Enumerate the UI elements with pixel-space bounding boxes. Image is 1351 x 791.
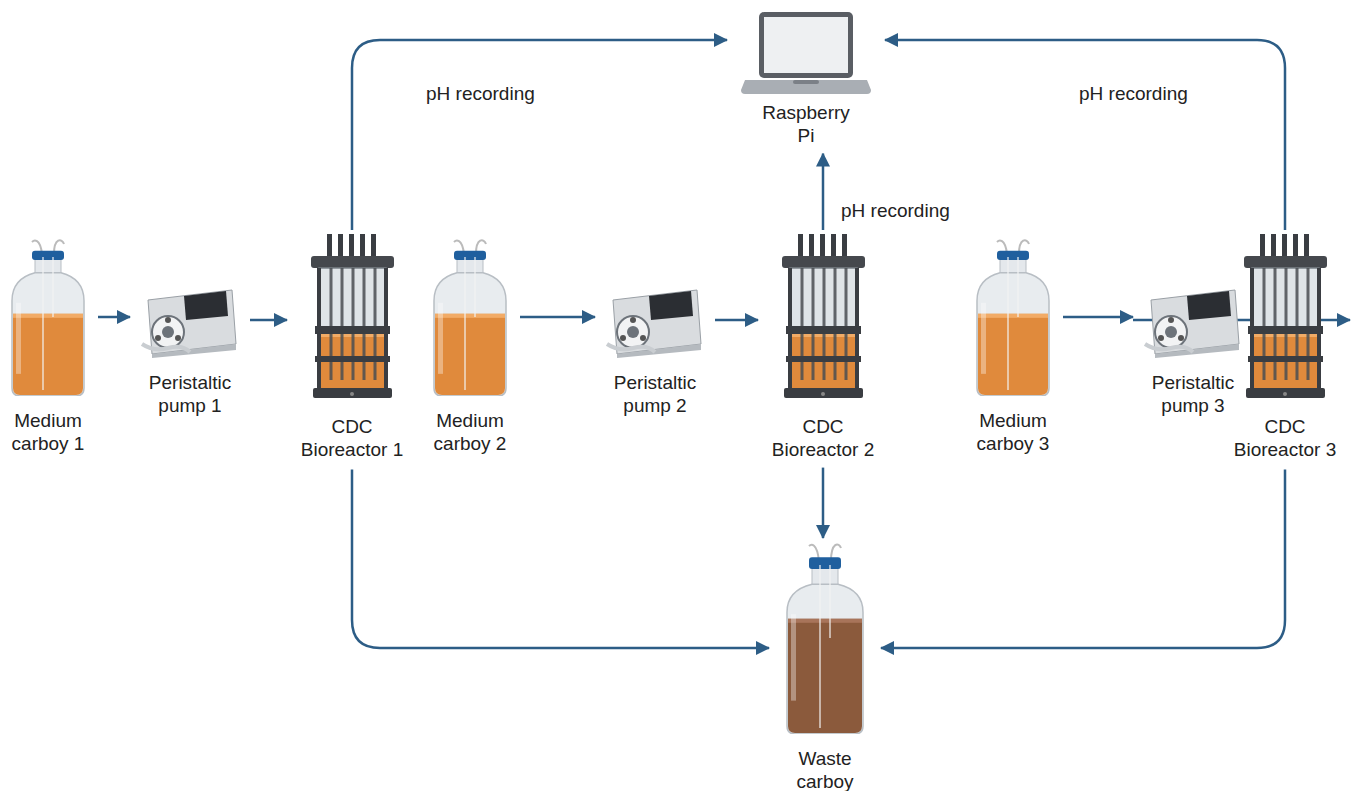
node-label: Peristaltic pump 3 xyxy=(1137,372,1249,418)
peristaltic-pump: Peristaltic pump 2 xyxy=(599,282,711,418)
node-label: CDC Bioreactor 3 xyxy=(1224,416,1346,462)
peristaltic-pump-icon xyxy=(1143,282,1243,358)
bioreactor-icon xyxy=(776,234,871,402)
flow-arrow xyxy=(520,316,595,319)
flow-arrow xyxy=(881,470,1285,648)
bioreactor-icon xyxy=(1238,234,1333,402)
node-label: Raspberry Pi xyxy=(759,102,854,148)
peristaltic-pump: Peristaltic pump 1 xyxy=(134,282,246,418)
medium-carboy-icon xyxy=(975,238,1051,396)
edge-label: pH recording xyxy=(838,200,953,222)
node-label: Medium carboy 3 xyxy=(967,410,1059,456)
medium-carboy: Medium carboy 1 xyxy=(2,238,94,456)
node-label: Medium carboy 2 xyxy=(424,410,516,456)
waste-carboy: Waste carboy xyxy=(783,542,867,791)
node-label: Peristaltic pump 1 xyxy=(134,372,246,418)
peristaltic-pump-icon xyxy=(140,282,240,358)
edge-label: pH recording xyxy=(1076,83,1191,105)
node-label: CDC Bioreactor 2 xyxy=(762,416,884,462)
peristaltic-pump-icon xyxy=(605,282,705,358)
node-label: CDC Bioreactor 1 xyxy=(291,416,413,462)
bioreactor: CDC Bioreactor 2 xyxy=(762,234,884,462)
bioreactor: CDC Bioreactor 1 xyxy=(291,234,413,462)
flow-arrow xyxy=(98,316,130,319)
flow-arrow xyxy=(822,154,825,230)
computer: Raspberry Pi xyxy=(741,12,871,148)
waste-carboy-icon xyxy=(785,542,865,734)
flow-arrow xyxy=(352,470,769,648)
flow-arrow xyxy=(822,468,825,538)
flow-arrow xyxy=(1063,316,1133,319)
peristaltic-pump: Peristaltic pump 3 xyxy=(1137,282,1249,418)
bioreactor: CDC Bioreactor 3 xyxy=(1224,234,1346,462)
flow-arrow xyxy=(352,40,727,230)
flow-arrow xyxy=(715,319,758,322)
node-label: Peristaltic pump 2 xyxy=(599,372,711,418)
edge-label: pH recording xyxy=(423,83,538,105)
node-label: Medium carboy 1 xyxy=(2,410,94,456)
medium-carboy-icon xyxy=(432,238,508,396)
computer-icon xyxy=(741,12,871,96)
bioreactor-icon xyxy=(305,234,400,402)
medium-carboy: Medium carboy 3 xyxy=(967,238,1059,456)
flow-arrow xyxy=(250,319,287,322)
medium-carboy: Medium carboy 2 xyxy=(424,238,516,456)
medium-carboy-icon xyxy=(10,238,86,396)
node-label: Waste carboy xyxy=(783,748,867,791)
